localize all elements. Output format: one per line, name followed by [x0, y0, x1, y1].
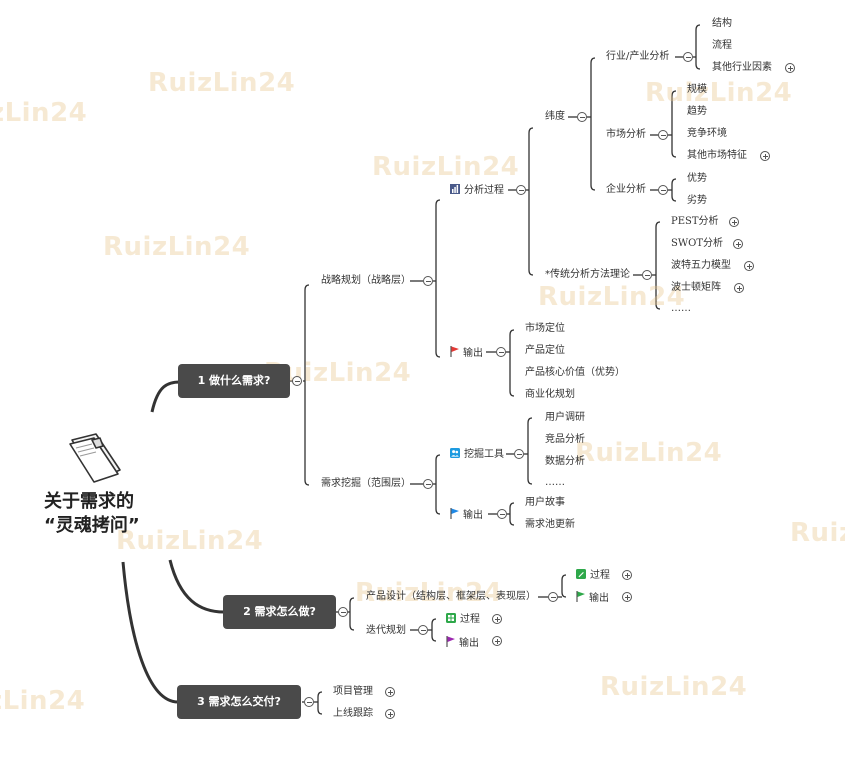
output-item[interactable]: 产品核心价值（优势）	[525, 367, 625, 378]
collapse-toggle[interactable]	[496, 347, 506, 357]
market-item[interactable]: 其他市场特征	[687, 150, 747, 161]
mining-tools-label: 挖掘工具	[464, 449, 504, 460]
collapse-toggle[interactable]	[423, 479, 433, 489]
collapse-toggle[interactable]	[658, 130, 668, 140]
tool-item[interactable]: ……	[545, 477, 565, 488]
output-item[interactable]: 商业化规划	[525, 389, 575, 400]
purple-flag-icon	[446, 636, 455, 651]
method-item[interactable]: 波特五力模型	[671, 260, 731, 271]
strategy-output-node[interactable]: 输出	[450, 346, 483, 361]
mining-output-item[interactable]: 需求池更新	[525, 519, 575, 530]
it-output-node[interactable]: 输出	[446, 636, 479, 651]
red-flag-icon	[450, 346, 459, 361]
analysis-process-label: 分析过程	[464, 185, 504, 196]
root-title-line1: 关于需求的	[44, 491, 134, 512]
expand-toggle[interactable]	[785, 63, 795, 73]
collapse-toggle[interactable]	[292, 376, 302, 386]
tool-item[interactable]: 竞品分析	[545, 434, 585, 445]
branch-1-pill[interactable]: 1 做什么需求?	[178, 364, 290, 398]
output-label: 输出	[463, 510, 483, 521]
expand-toggle[interactable]	[734, 283, 744, 293]
enterprise-item[interactable]: 优势	[687, 173, 707, 184]
collapse-toggle[interactable]	[497, 509, 507, 519]
strategy-node[interactable]: 战略规划（战略层）	[321, 275, 411, 286]
collapse-toggle[interactable]	[577, 112, 587, 122]
mining-output-item[interactable]: 用户故事	[525, 497, 565, 508]
chart-icon	[450, 184, 460, 198]
traditional-methods-node[interactable]: *传统分析方法理论	[545, 269, 630, 280]
collapse-toggle[interactable]	[514, 449, 524, 459]
requirement-mining-node[interactable]: 需求挖掘（范围层）	[321, 478, 411, 489]
expand-toggle[interactable]	[622, 592, 632, 602]
market-analysis-node[interactable]: 市场分析	[606, 129, 646, 140]
collapse-toggle[interactable]	[658, 185, 668, 195]
pd-output-node[interactable]: 输出	[576, 591, 609, 606]
tool-item[interactable]: 用户调研	[545, 412, 585, 423]
dimension-node[interactable]: 纬度	[545, 111, 565, 122]
industry-item[interactable]: 结构	[712, 18, 732, 29]
analysis-process-node[interactable]: 分析过程	[450, 184, 504, 198]
expand-toggle[interactable]	[760, 151, 770, 161]
collapse-toggle[interactable]	[338, 607, 348, 617]
expand-toggle[interactable]	[385, 709, 395, 719]
pencil-icon	[576, 569, 586, 583]
grid-icon	[446, 613, 456, 627]
collapse-toggle[interactable]	[304, 697, 314, 707]
output-item[interactable]: 产品定位	[525, 345, 565, 356]
collapse-toggle[interactable]	[423, 276, 433, 286]
people-icon	[450, 448, 460, 462]
collapse-toggle[interactable]	[418, 625, 428, 635]
tool-item[interactable]: 数据分析	[545, 456, 585, 467]
expand-toggle[interactable]	[729, 217, 739, 227]
expand-toggle[interactable]	[385, 687, 395, 697]
collapse-toggle[interactable]	[642, 270, 652, 280]
book-icon	[66, 430, 124, 488]
project-management-node[interactable]: 项目管理	[333, 686, 373, 697]
enterprise-analysis-node[interactable]: 企业分析	[606, 184, 646, 195]
collapse-toggle[interactable]	[548, 592, 558, 602]
iteration-planning-node[interactable]: 迭代规划	[366, 625, 406, 636]
output-label: 输出	[589, 593, 609, 604]
market-item[interactable]: 趋势	[687, 106, 707, 117]
method-item[interactable]: SWOT分析	[671, 238, 723, 249]
green-flag-icon	[576, 591, 585, 606]
output-label: 输出	[459, 638, 479, 649]
expand-toggle[interactable]	[492, 614, 502, 624]
output-label: 输出	[463, 348, 483, 359]
method-item[interactable]: PEST分析	[671, 216, 719, 227]
pd-process-node[interactable]: 过程	[576, 569, 610, 583]
output-item[interactable]: 市场定位	[525, 323, 565, 334]
mining-tools-node[interactable]: 挖掘工具	[450, 448, 504, 462]
branch-2-pill[interactable]: 2 需求怎么做?	[223, 595, 336, 629]
launch-tracking-node[interactable]: 上线跟踪	[333, 708, 373, 719]
industry-item[interactable]: 其他行业因素	[712, 62, 772, 73]
root-topic[interactable]: 关于需求的 “灵魂拷问”	[44, 490, 140, 538]
process-label: 过程	[590, 570, 610, 581]
method-item[interactable]: 波士顿矩阵	[671, 282, 721, 293]
collapse-toggle[interactable]	[516, 185, 526, 195]
expand-toggle[interactable]	[622, 570, 632, 580]
market-item[interactable]: 规模	[687, 84, 707, 95]
collapse-toggle[interactable]	[683, 52, 693, 62]
expand-toggle[interactable]	[492, 636, 502, 646]
method-item[interactable]: ……	[671, 303, 691, 314]
market-item[interactable]: 竞争环境	[687, 128, 727, 139]
product-design-node[interactable]: 产品设计（结构层、框架层、表现层）	[366, 591, 536, 602]
root-title-line2: “灵魂拷问”	[44, 515, 140, 536]
branch-3-pill[interactable]: 3 需求怎么交付?	[177, 685, 301, 719]
expand-toggle[interactable]	[744, 261, 754, 271]
industry-item[interactable]: 流程	[712, 40, 732, 51]
blue-flag-icon	[450, 508, 459, 523]
it-process-node[interactable]: 过程	[446, 613, 480, 627]
industry-analysis-node[interactable]: 行业/产业分析	[606, 51, 670, 62]
expand-toggle[interactable]	[733, 239, 743, 249]
process-label: 过程	[460, 614, 480, 625]
enterprise-item[interactable]: 劣势	[687, 195, 707, 206]
mining-output-node[interactable]: 输出	[450, 508, 483, 523]
